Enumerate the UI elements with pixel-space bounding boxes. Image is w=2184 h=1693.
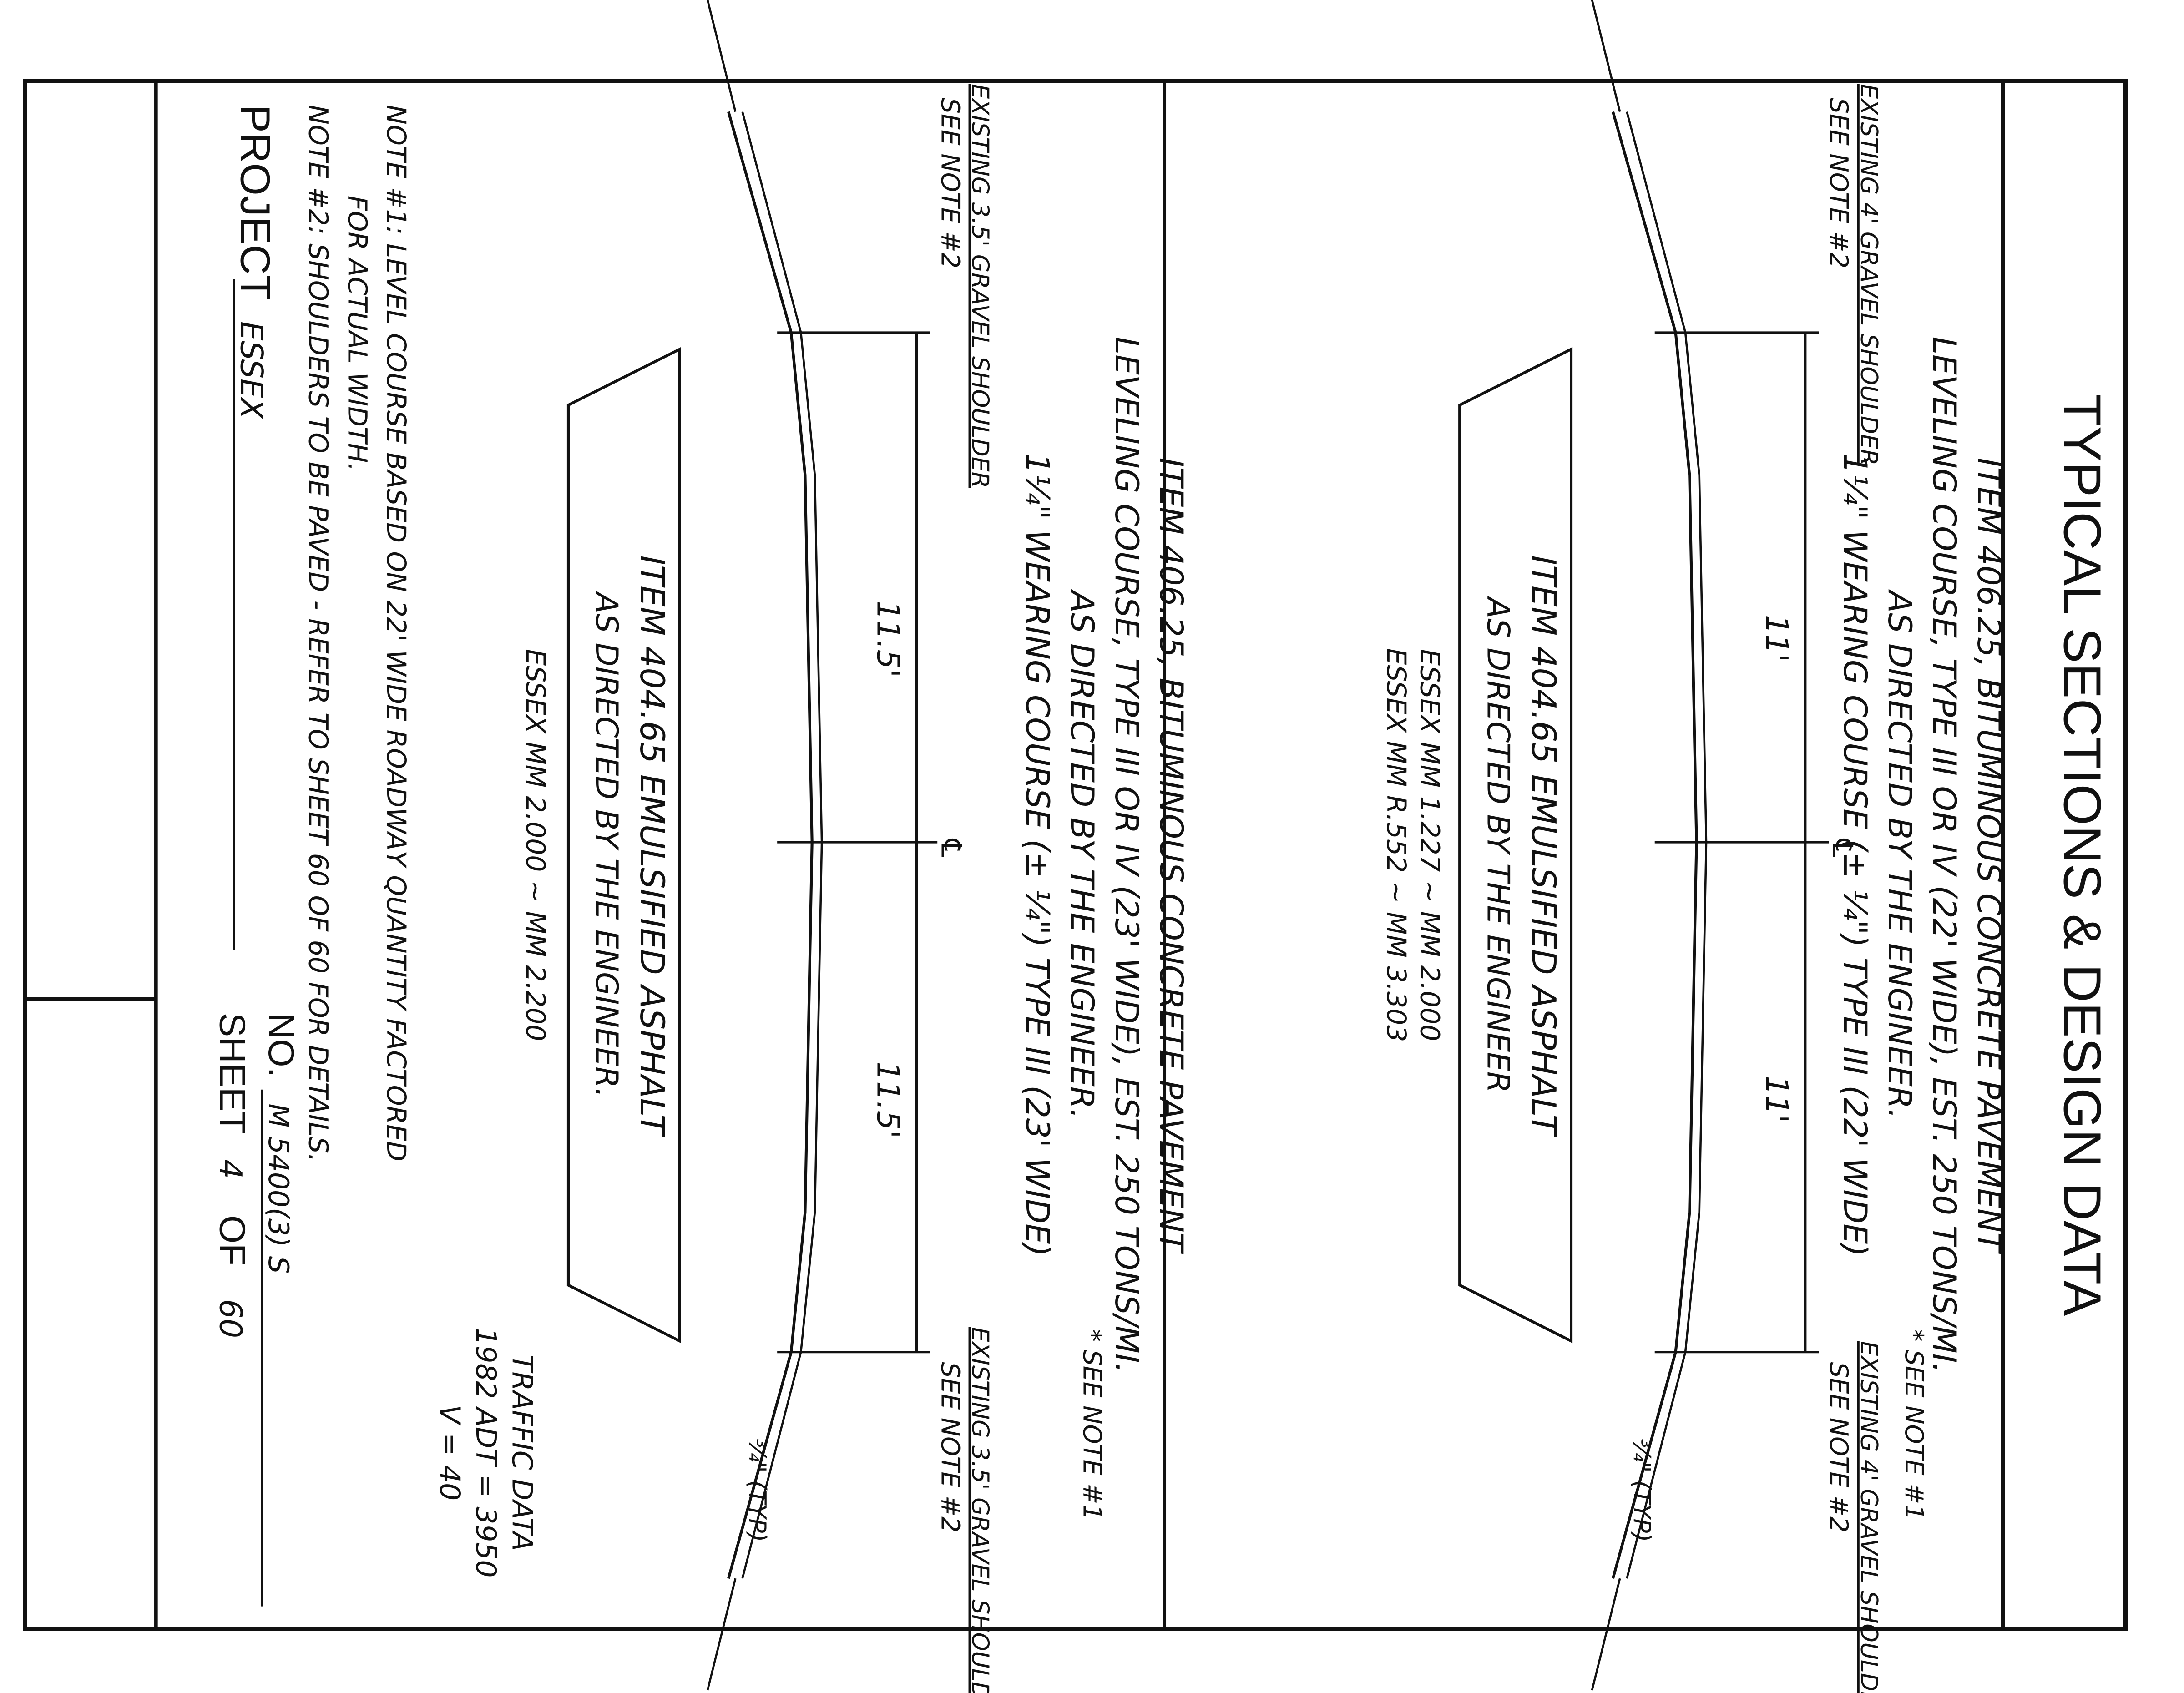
s1-item-box bbox=[1458, 347, 1573, 1344]
s2-lane-left: 11.5' bbox=[870, 601, 906, 677]
s1-note-2: LEVELING COURSE, TYPE III OR IV (22' WID… bbox=[1926, 337, 1963, 1373]
s1-left-see-note: SEE NOTE #2 bbox=[1824, 98, 1853, 268]
s2-typ-label: ¾" (TYP) bbox=[743, 1439, 771, 1542]
s1-note-3: AS DIRECTED BY THE ENGINEER. bbox=[1881, 589, 1918, 1119]
rotated-content: TYPICAL SECTIONS & DESIGN DATA ITEM 406.… bbox=[212, 0, 2112, 1693]
s2-see-note-1: * SEE NOTE #1 bbox=[1077, 1329, 1107, 1520]
sheet-title: TYPICAL SECTIONS & DESIGN DATA bbox=[2053, 394, 2112, 1316]
s2-lane-right: 11.5' bbox=[870, 1061, 906, 1138]
section-2: ITEM 406.25, BITUMINOUS CONCRETE PAVEMEN… bbox=[433, 0, 1190, 1693]
note-1-cont: FOR ACTUAL WIDTH. bbox=[342, 196, 373, 471]
s2-pavement-top bbox=[727, 111, 814, 1579]
s2-left-see-note: SEE NOTE #2 bbox=[935, 98, 964, 268]
s2-item-box bbox=[566, 347, 681, 1344]
section-1: ITEM 406.25, BITUMINOUS CONCRETE PAVEMEN… bbox=[1381, 0, 2007, 1693]
project-value: ESSEX bbox=[234, 321, 270, 420]
s2-note-4: 1¼" WEARING COURSE (± ¼") TYPE III (23' … bbox=[1019, 453, 1056, 1257]
s1-left-shoulder-label: EXISTING 4' GRAVEL SHOULDER bbox=[1855, 84, 1882, 465]
no-value: M 5400(3) S bbox=[262, 1103, 294, 1274]
s2-note-2: LEVELING COURSE, TYPE III OR IV (23' WID… bbox=[1108, 337, 1145, 1373]
s1-pavement-bottom bbox=[1626, 111, 1708, 1579]
s2-right-see-note: SEE NOTE #2 bbox=[935, 1362, 964, 1532]
s1-slope-left bbox=[1591, 0, 1621, 112]
of-value: 60 bbox=[213, 1299, 249, 1338]
s2-right-shoulder-label: EXISTING 3.5' GRAVEL SHOULDER bbox=[966, 1327, 994, 1693]
s1-mm-range-2: ESSEX MM R.552 ~ MM 3.303 bbox=[1381, 648, 1412, 1042]
s2-item-box-line-2: AS DIRECTED BY THE ENGINEER. bbox=[589, 591, 625, 1097]
s2-slope-left bbox=[706, 0, 737, 112]
sheet-label: SHEET bbox=[212, 1013, 253, 1134]
s1-pavement-top bbox=[1611, 111, 1698, 1579]
s1-note-4: 1¼" WEARING COURSE (± ¼") TYPE III (22' … bbox=[1836, 453, 1874, 1257]
s1-note-1: ITEM 406.25, BITUMINOUS CONCRETE PAVEMEN… bbox=[1970, 458, 2007, 1254]
traffic-label: TRAFFIC DATA bbox=[506, 1354, 538, 1551]
s1-right-see-note: SEE NOTE #2 bbox=[1824, 1362, 1853, 1532]
s2-note-1: ITEM 406.25, BITUMINOUS CONCRETE PAVEMEN… bbox=[1153, 458, 1190, 1254]
sheet-border bbox=[23, 79, 2128, 1631]
s2-left-shoulder-label: EXISTING 3.5' GRAVEL SHOULDER bbox=[966, 84, 994, 488]
traffic-adt: 1982 ADT = 3950 bbox=[470, 1328, 502, 1577]
s1-right-shoulder-label: EXISTING 4' GRAVEL SHOULDER bbox=[1855, 1341, 1882, 1693]
s1-centerline-symbol: ℄ bbox=[1826, 835, 1859, 860]
s2-centerline-symbol: ℄ bbox=[935, 835, 967, 860]
s2-mm-range-1: ESSEX MM 2.000 ~ MM 2.200 bbox=[520, 649, 551, 1041]
s1-mm-range-1: ESSEX MM 1.227 ~ MM 2.000 bbox=[1414, 649, 1445, 1041]
no-label: NO. bbox=[261, 1013, 302, 1077]
s2-pavement-bottom bbox=[741, 111, 823, 1579]
s1-see-note-1: * SEE NOTE #1 bbox=[1899, 1329, 1928, 1520]
sheet-value: 4 bbox=[213, 1159, 249, 1179]
note-2: NOTE #2: SHOULDERS TO BE PAVED - REFER T… bbox=[303, 105, 334, 1162]
s1-lane-right: 11' bbox=[1759, 1076, 1795, 1123]
s1-item-box-line-2: AS DIRECTED BY THE ENGINEER bbox=[1480, 596, 1516, 1093]
s1-lane-left: 11' bbox=[1759, 615, 1795, 662]
project-label: PROJECT bbox=[232, 105, 278, 300]
s2-note-3: AS DIRECTED BY THE ENGINEER. bbox=[1063, 589, 1101, 1119]
s2-item-box-line-1: ITEM 404.65 EMULSIFIED ASPHALT bbox=[632, 555, 671, 1137]
footer: PROJECT ESSEX NO. M 5400(3) S SHEET 4 OF… bbox=[212, 105, 302, 1607]
s1-typ-label: ¾" (TYP) bbox=[1628, 1439, 1655, 1542]
s1-item-box-line-1: ITEM 404.65 EMULSIFIED ASPHALT bbox=[1524, 555, 1562, 1137]
note-1: NOTE #1: LEVEL COURSE BASED ON 22' WIDE … bbox=[381, 105, 412, 1162]
general-notes: NOTE #1: LEVEL COURSE BASED ON 22' WIDE … bbox=[303, 105, 412, 1162]
s1-slope-right bbox=[1591, 1578, 1621, 1691]
s2-slope-right bbox=[706, 1578, 737, 1691]
traffic-v: V = 40 bbox=[433, 1405, 465, 1501]
of-label: OF bbox=[212, 1215, 253, 1266]
